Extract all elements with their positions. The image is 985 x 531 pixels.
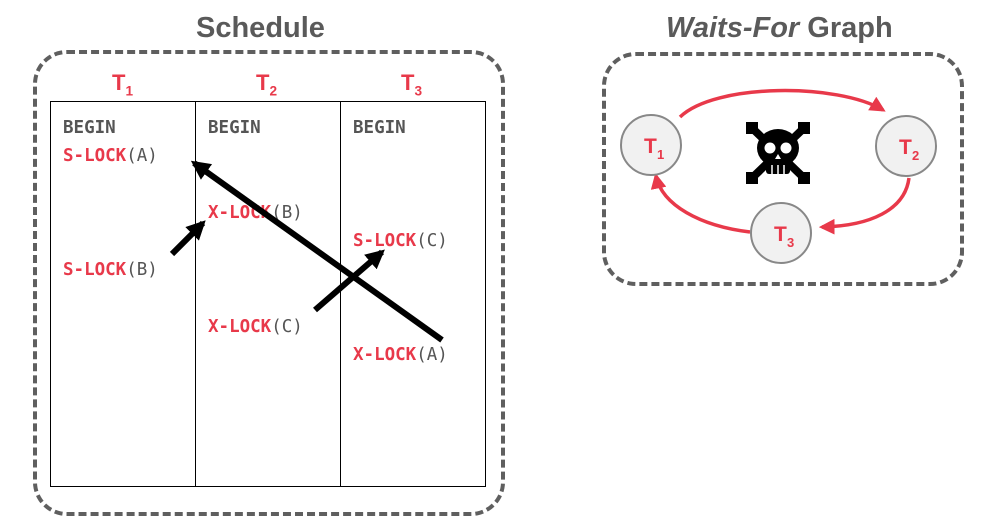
txn-header-t2: T2 (256, 70, 277, 98)
node-t2-name: T (899, 136, 912, 159)
t2-x-lock-c: X-LOCK(C) (208, 317, 303, 337)
txn-header-t1-sub: 1 (125, 83, 134, 99)
skull-crossbones-icon (746, 122, 810, 184)
txn-header-t3: T3 (401, 70, 422, 98)
edge-t2-to-t3 (818, 177, 911, 235)
arrow-x-lock-a-to-s-lock-a (190, 160, 444, 343)
t1-lock-arg: (B) (126, 260, 158, 280)
node-t3-sub: 3 (787, 235, 794, 250)
t3-x-lock-a: X-LOCK(A) (353, 345, 448, 365)
node-t3-name: T (774, 223, 787, 246)
txn-header-t3-name: T (401, 70, 415, 95)
t1-lock-mode: S-LOCK (63, 146, 127, 166)
t2-lock-arg: (C) (271, 317, 303, 337)
t1-lock-arg: (A) (126, 146, 158, 166)
waits-for-graph-panel (602, 52, 964, 286)
txn-header-t3-sub: 3 (414, 83, 423, 99)
node-t3: T 3 (750, 202, 812, 264)
column-t3: BEGIN S-LOCK(C) X-LOCK(A) (341, 102, 485, 486)
edge-t3-to-t1 (650, 172, 751, 234)
t1-s-lock-a: S-LOCK(A) (63, 146, 158, 166)
t3-s-lock-c: S-LOCK(C) (353, 231, 448, 251)
txn-header-t2-sub: 2 (269, 83, 278, 99)
waits-for-title-italic: Waits-For (666, 12, 800, 44)
txn-header-t1: T1 (112, 70, 133, 98)
t3-lock-arg: (C) (416, 231, 448, 251)
waits-for-title-rest: Graph (799, 12, 893, 44)
t1-s-lock-b: S-LOCK(B) (63, 260, 158, 280)
waits-for-graph-title: Waits-For Graph (666, 12, 893, 45)
edge-t1-to-t2 (678, 88, 886, 119)
schedule-panel (33, 50, 505, 516)
txn-header-t1-name: T (112, 70, 126, 95)
t1-begin: BEGIN (63, 118, 116, 138)
t3-lock-mode: X-LOCK (353, 345, 417, 365)
txn-header-t2-name: T (256, 70, 270, 95)
node-t1: T 1 (620, 114, 682, 176)
column-t1: BEGIN S-LOCK(A) S-LOCK(B) (51, 102, 196, 486)
t2-lock-mode: X-LOCK (208, 317, 272, 337)
t3-begin: BEGIN (353, 118, 406, 138)
t3-lock-mode: S-LOCK (353, 231, 417, 251)
t2-lock-arg: (B) (271, 203, 303, 223)
node-t2-sub: 2 (912, 148, 919, 163)
node-t2: T 2 (875, 115, 937, 177)
node-t1-sub: 1 (657, 147, 664, 162)
t2-begin: BEGIN (208, 118, 261, 138)
arrow-x-lock-c-to-s-lock-c (313, 249, 385, 313)
schedule-title: Schedule (196, 12, 325, 44)
t3-lock-arg: (A) (416, 345, 448, 365)
t1-lock-mode: S-LOCK (63, 260, 127, 280)
arrow-s-lock-b-to-x-lock-b (169, 220, 206, 257)
node-t1-name: T (644, 135, 657, 158)
